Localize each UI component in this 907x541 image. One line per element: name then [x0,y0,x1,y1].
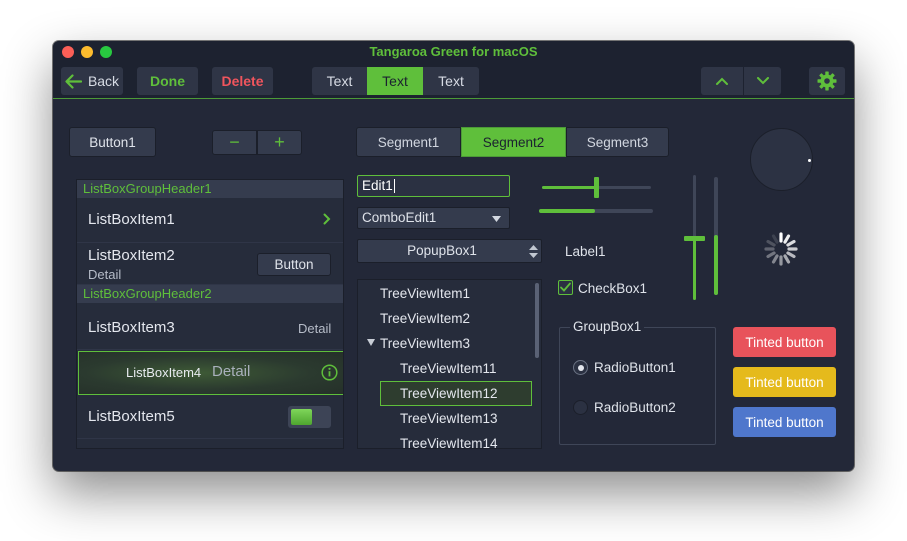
zoom-window-button[interactable] [100,46,112,58]
tree-item-13[interactable]: TreeViewItem13 [400,411,498,426]
listbox-item-2[interactable]: ListBoxItem2 Detail Button [77,243,343,285]
vertical-progress-fill [714,235,718,295]
checkbox1[interactable]: CheckBox1 [557,280,667,298]
listbox-group-header-2: ListBoxGroupHeader2 [77,285,343,303]
dial-indicator [808,159,811,162]
checkbox1-box [558,280,573,295]
radio-button-1[interactable]: RadioButton1 [573,359,703,377]
button1[interactable]: Button1 [69,127,156,157]
listbox-item-5-label: ListBoxItem5 [88,408,175,425]
done-button[interactable]: Done [137,67,198,95]
vertical-slider-fill [693,238,696,300]
checkbox1-label: CheckBox1 [578,281,648,296]
triangle-expanded-icon[interactable] [367,339,375,346]
listbox-item-4-detail: Detail [212,363,251,380]
minus-button[interactable]: − [212,130,257,155]
listbox-item-5[interactable]: ListBoxItem5 [77,396,343,439]
vertical-slider-thumb[interactable] [684,236,705,241]
chevron-up-icon [716,77,728,85]
listbox-item-5-switch[interactable] [288,406,331,428]
edit1-input[interactable]: Edit1 [357,175,510,197]
radio-button-1-circle [573,360,588,375]
vertical-slider-track[interactable] [684,175,705,300]
tree-scrollbar-thumb[interactable] [535,283,539,358]
vertical-progress-bar [714,177,718,295]
groupbox1-title: GroupBox1 [570,319,645,334]
checkmark-icon [559,281,572,294]
tree-item-1[interactable]: TreeViewItem1 [380,286,471,301]
listbox-item-3-detail: Detail [298,321,332,336]
listbox-item-4-selected[interactable]: ListBoxItem4 Detail [78,351,343,395]
listbox-item-1-label: ListBoxItem1 [88,211,175,228]
tree-item-12-label: TreeViewItem12 [400,386,498,401]
text-caret [393,179,395,194]
radio-button-2[interactable]: RadioButton2 [573,399,703,417]
tree-item-3[interactable]: TreeViewItem3 [380,336,471,351]
move-up-button[interactable] [701,67,743,95]
segment-2-selected[interactable]: Segment2 [461,127,566,157]
triangle-down-icon[interactable] [492,216,501,222]
listbox-item-3[interactable]: ListBoxItem3 Detail [77,303,343,350]
groupbox1 [559,327,716,445]
tinted-button-red[interactable]: Tinted button [733,327,836,357]
segment-1[interactable]: Segment1 [356,127,461,157]
tinted-button-yellow[interactable]: Tinted button [733,367,836,397]
tinted-button-blue[interactable]: Tinted button [733,407,836,437]
up-down-arrows-icon [529,245,538,258]
slider1-thumb[interactable] [594,177,599,198]
listbox-item-2-detail: Detail [88,267,122,282]
comboedit1[interactable]: ComboEdit1 [357,207,510,229]
delete-button[interactable]: Delete [212,67,273,95]
tree-item-14[interactable]: TreeViewItem14 [400,436,498,449]
window-title: Tangaroa Green for macOS [369,44,538,59]
listbox-item-1[interactable]: ListBoxItem1 [77,198,343,243]
tree-item-11[interactable]: TreeViewItem11 [400,361,497,376]
radio-button-2-circle [573,400,588,415]
move-down-button[interactable] [743,67,781,95]
segment-3[interactable]: Segment3 [566,127,669,157]
popupbox1-value: PopupBox1 [407,243,477,258]
slider1-track[interactable] [542,177,651,198]
chevron-right-icon [323,213,331,225]
app-window: Tangaroa Green for macOS Back Done Delet… [53,41,854,471]
spinner-icon [762,230,800,268]
popupbox1[interactable]: PopupBox1 [357,239,542,263]
text-tab-3[interactable]: Text [423,67,479,95]
tree-view[interactable]: TreeViewItem1 TreeViewItem2 TreeViewItem… [357,279,542,449]
listbox[interactable]: ListBoxGroupHeader1 ListBoxItem1 ListBox… [76,179,344,449]
listbox-item-4-label: ListBoxItem4 [126,365,202,380]
listbox-item-2-label: ListBoxItem2 [88,247,175,264]
settings-button[interactable] [809,67,845,95]
back-button-label: Back [87,73,120,89]
close-window-button[interactable] [62,46,74,58]
minimize-window-button[interactable] [81,46,93,58]
title-bar: Tangaroa Green for macOS Back Done Delet… [53,41,854,99]
progress-bar [539,209,653,213]
radio-button-2-label: RadioButton2 [594,400,676,415]
tree-item-2[interactable]: TreeViewItem2 [380,311,471,326]
radio-button-1-label: RadioButton1 [594,360,676,375]
listbox-item-3-label: ListBoxItem3 [88,319,175,336]
comboedit1-value: ComboEdit1 [362,210,437,225]
info-icon[interactable] [321,364,338,381]
listbox-item-2-button[interactable]: Button [257,253,331,276]
label1: Label1 [565,244,606,259]
progress-bar-fill [539,209,595,213]
gear-icon [817,71,837,91]
switch-on-thumb [291,409,312,425]
back-arrow-icon [65,73,82,89]
back-button[interactable]: Back [61,67,123,95]
plus-button[interactable]: + [257,130,302,155]
edit1-value: Edit1 [362,178,393,193]
listbox-group-header-1: ListBoxGroupHeader1 [77,180,343,198]
tree-item-12-selected[interactable]: TreeViewItem12 [380,381,532,406]
dial-knob[interactable] [750,128,813,191]
chevron-down-icon [756,77,769,85]
text-tab-2-selected[interactable]: Text [367,67,423,95]
slider1-fill [542,186,597,189]
radio-selected-dot [577,364,584,371]
text-tab-1[interactable]: Text [312,67,367,95]
